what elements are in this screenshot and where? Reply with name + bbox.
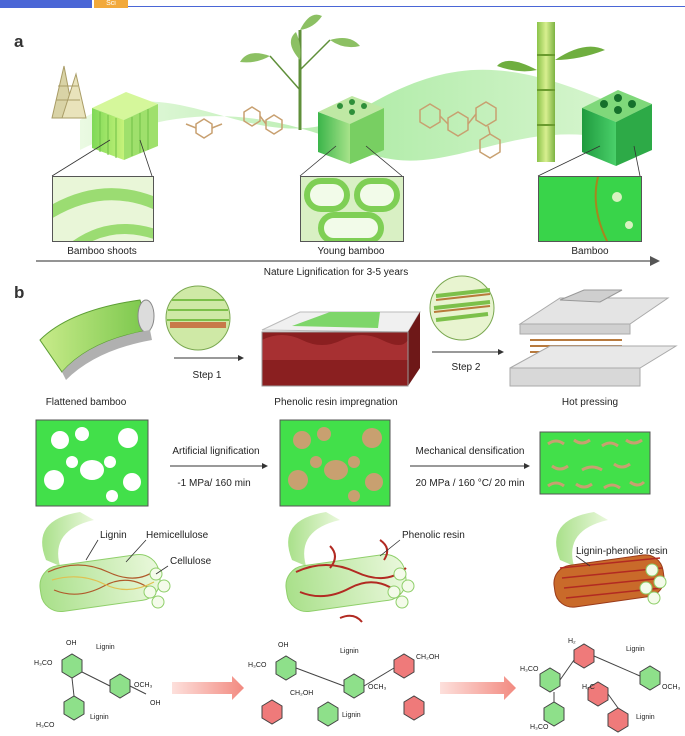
label-artificial-lignification: Artificial lignification <box>172 446 260 457</box>
label-hemicellulose: Hemicellulose <box>146 530 209 541</box>
cross-section-natural <box>35 419 149 507</box>
lignin-molecule-small <box>185 118 223 139</box>
label-young-bamboo: Young bamboo <box>317 246 385 257</box>
chem-och3-2: OCH₃ <box>368 684 387 691</box>
label-bamboo: Bamboo <box>571 246 609 257</box>
chem-ch2oh-2: CH₂OH <box>416 654 440 661</box>
chem-lignin-3: Lignin <box>340 648 359 655</box>
chem-lignin-6: Lignin <box>636 714 655 721</box>
chem-h3co-5: H₃CO <box>530 724 549 731</box>
header-badge: Sci <box>94 0 128 8</box>
fiber-bundle-densified <box>553 512 667 608</box>
chem-lignin-2: Lignin <box>90 714 109 721</box>
label-flattened-bamboo: Flattened bamboo <box>45 397 127 408</box>
chem-h3co-3: H₃CO <box>248 662 267 669</box>
lignin-molecule-large <box>419 101 501 159</box>
chem-h3co-2: H₃CO <box>36 722 55 729</box>
chem-oh-3: OH <box>278 642 289 649</box>
header-blue-block <box>0 0 92 8</box>
label-mechanical-condition: 20 MPa / 160 °C/ 20 min <box>415 478 525 489</box>
panel-a-letter: a <box>14 32 24 51</box>
label-step1: Step 1 <box>192 370 222 381</box>
label-artificial-condition: -1 MPa/ 160 min <box>177 478 251 489</box>
chem-lignin-4: Lignin <box>342 712 361 719</box>
fiber-bundle-artificial <box>285 512 415 623</box>
red-arrow-1 <box>172 676 244 700</box>
chem-oh-1: OH <box>66 640 77 647</box>
cross-section-artificial <box>279 419 391 507</box>
chem-h3co-4: H₃CO <box>520 666 539 673</box>
panel-a-illustration <box>36 14 660 266</box>
chem-och3-3: OCH₃ <box>662 684 681 691</box>
micrograph-bamboo-shoots <box>52 176 154 242</box>
chem-lignin-5: Lignin <box>626 646 645 653</box>
cross-section-densified <box>539 431 651 495</box>
label-lignin-phenolic-resin: Lignin-phenolic resin <box>576 546 668 557</box>
chem-ch2oh-1: CH₂OH <box>290 690 314 697</box>
label-mechanical-densification: Mechanical densification <box>415 446 525 457</box>
flattened-bamboo-sheet <box>39 299 155 380</box>
label-hot-pressing: Hot pressing <box>561 397 619 408</box>
label-step2: Step 2 <box>451 362 481 373</box>
bamboo-shoot-icon <box>51 65 87 119</box>
chem-lignin-1: Lignin <box>96 644 115 651</box>
label-impregnation: Phenolic resin impregnation <box>274 397 398 408</box>
chem-h2-1: H₂ <box>568 638 576 645</box>
header-rule <box>128 6 685 7</box>
label-cellulose: Cellulose <box>170 556 212 567</box>
young-bamboo-plant <box>240 14 360 130</box>
callout-lines <box>51 139 641 177</box>
layer-zoom-circle-1 <box>165 285 231 351</box>
bamboo-tissue-cube <box>582 90 652 166</box>
young-tissue-cube <box>318 96 384 164</box>
chem-oh-2: OH <box>150 700 161 707</box>
label-bamboo-shoots: Bamboo shoots <box>67 246 137 257</box>
lignin-molecule-medium <box>243 106 283 135</box>
red-arrow-2 <box>440 676 516 700</box>
resin-impregnation-tank <box>261 311 421 387</box>
chem-h3co-1: H₃CO <box>34 660 53 667</box>
mature-bamboo-stalk <box>497 22 605 162</box>
fiber-label-leaders <box>85 539 591 575</box>
hot-press <box>509 289 678 387</box>
shoot-tissue-cube <box>92 92 158 160</box>
micrograph-young-bamboo <box>300 176 404 242</box>
label-lignin: Lignin <box>100 530 127 541</box>
micrograph-bamboo <box>538 176 642 242</box>
chem-h2c-1: H₂C <box>582 684 595 691</box>
timeline-label: Nature Lignification for 3-5 years <box>263 267 409 278</box>
chem-och3-1: OCH₃ <box>134 682 153 689</box>
fiber-bundle-natural <box>39 512 171 613</box>
label-phenolic-resin: Phenolic resin <box>402 530 465 541</box>
panel-b-letter: b <box>14 283 25 302</box>
header-bar: Sci <box>0 0 685 8</box>
layer-zoom-circle-2 <box>429 275 495 341</box>
